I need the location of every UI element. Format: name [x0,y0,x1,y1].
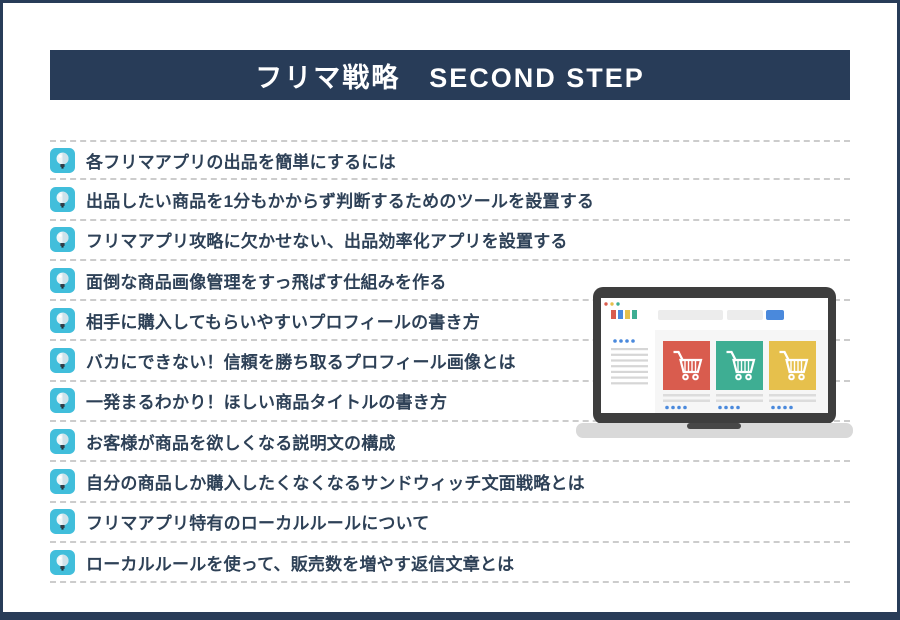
shopping-cart-icon [673,350,703,381]
list-item-label: 相手に購入してもらいやすいプロフィールの書き方 [86,312,480,332]
lightbulb-icon [50,388,75,414]
lightbulb-icon [50,186,75,212]
list-item: 自分の商品しか購入したくなくなるサンドウィッチ文面戦略とは [50,462,850,503]
shopping-cart-icon [726,350,756,381]
list-item-label: フリマアプリ攻略に欠かせない、出品効率化アプリを設置する [86,232,568,252]
lightbulb-icon [50,307,75,333]
product-card-teal [716,341,763,410]
laptop-base-notch [687,423,741,429]
checklist: 各フリマアプリの出品を簡単にするには 出品したい商品を1分もかからず判断するため… [50,140,850,584]
lightbulb-icon [50,348,75,374]
site-logo-icon [611,310,637,319]
window-controls-icon [604,302,620,306]
list-item-label: 出品したい商品を1分もかからず判断するためのツールを設置する [86,191,595,211]
list-item-label: 各フリマアプリの出品を簡単にするには [86,152,396,172]
shopping-cart-icon [779,350,809,381]
list-item-label: 面倒な商品画像管理をすっ飛ばす仕組みを作る [86,272,447,292]
laptop-illustration [573,283,856,444]
list-item: バカにできない！信頼を勝ち取るプロフィール画像とは [50,341,850,382]
list-item-label: ローカルルールを使って、販売数を増やす返信文章とは [86,554,515,574]
list-item-label: 自分の商品しか購入したくなくなるサンドウィッチ文面戦略とは [86,474,585,494]
lightbulb-icon [50,147,75,173]
list-item: フリマアプリ特有のローカルルールについて [50,503,850,543]
laptop-base [576,423,853,438]
search-bar-placeholder [658,310,723,320]
list-item: 相手に購入してもらいやすいプロフィールの書き方 [50,301,850,342]
list-item: 出品したい商品を1分もかからず判断するためのツールを設置する [50,180,850,221]
list-item: 一発まるわかり！ほしい商品タイトルの書き方 [50,382,850,423]
lightbulb-icon [50,549,75,575]
search-button-placeholder [766,310,784,320]
list-item: 各フリマアプリの出品を簡単にするには [50,140,850,181]
nav-bar-placeholder [727,310,763,320]
product-card-red [663,341,710,410]
list-item-label: 一発まるわかり！ほしい商品タイトルの書き方 [86,393,448,413]
lightbulb-icon [50,509,75,535]
lightbulb-icon [50,469,75,495]
card-rating-dots [771,405,793,410]
sidebar-rating-dots [613,339,635,343]
lightbulb-icon [50,428,75,454]
product-card-yellow [769,341,816,410]
lightbulb-icon [50,227,75,253]
list-item: 面倒な商品画像管理をすっ飛ばす仕組みを作る [50,261,850,302]
card-rating-dots [665,405,687,410]
card-rating-dots [718,405,740,410]
list-item: お客様が商品を欲しくなる説明文の構成 [50,422,850,463]
lightbulb-icon [50,267,75,293]
title-bar: フリマ戦略 SECOND STEP [50,50,850,100]
list-item: ローカルルールを使って、販売数を増やす返信文章とは [50,543,850,584]
bottom-accent-bar [3,612,897,620]
list-item-label: バカにできない！信頼を勝ち取るプロフィール画像とは [86,353,516,373]
page-title: フリマ戦略 SECOND STEP [255,62,645,93]
sidebar-menu-lines [611,348,648,385]
list-item: フリマアプリ攻略に欠かせない、出品効率化アプリを設置する [50,221,850,261]
list-item-label: お客様が商品を欲しくなる説明文の構成 [86,433,396,453]
list-item-label: フリマアプリ特有のローカルルールについて [86,514,430,534]
